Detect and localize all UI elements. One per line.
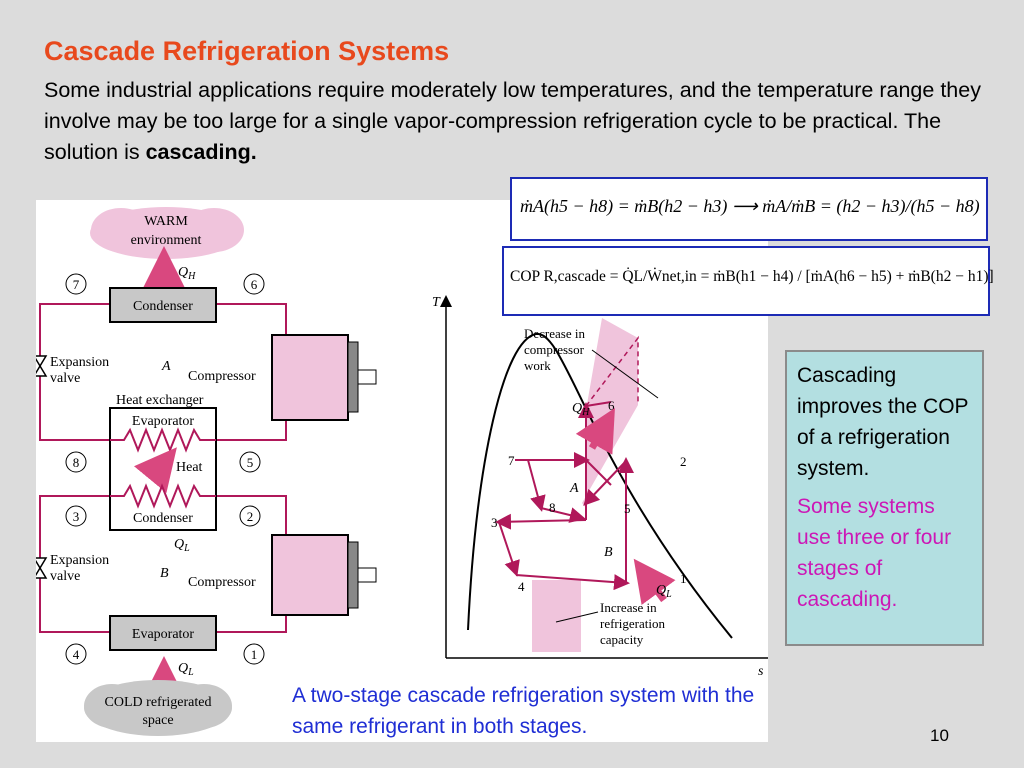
state-2-circle <box>239 505 261 527</box>
cycle-a-label: A <box>161 359 171 374</box>
ts-cycle-a-label: A <box>569 481 579 496</box>
pt-4: 4 <box>518 579 525 594</box>
decrease-pointer <box>591 349 659 399</box>
ql-mid-label: QL <box>174 537 190 554</box>
intro-text: Some industrial applications require mod… <box>44 78 981 164</box>
intro-bold: cascading. <box>145 140 257 164</box>
condenser-top-label: Condenser <box>133 299 193 314</box>
note-paragraph-1: Cascading improves the COP of a refriger… <box>797 364 969 480</box>
increase-label-1: Increase in <box>600 600 657 615</box>
state-4-circle <box>65 643 87 665</box>
state-2-label: 2 <box>247 509 254 524</box>
decrease-label-2: compressor <box>524 342 585 357</box>
page-number: 10 <box>930 726 949 745</box>
t-axis-label: T <box>432 295 441 310</box>
compressor-a-label: Compressor <box>188 369 256 384</box>
ql-bottom-label: QL <box>178 661 194 678</box>
pt-8: 8 <box>549 500 556 515</box>
slide-title: Cascade Refrigeration Systems <box>44 36 450 66</box>
figure-caption: A two-stage cascade refrigeration system… <box>292 684 755 738</box>
evaporator-bottom-label: Evaporator <box>132 627 195 642</box>
cold-label-1: COLD refrigerated <box>105 695 212 710</box>
s-axis-label: s <box>758 664 764 679</box>
note-box: Cascading improves the COP of a refriger… <box>785 350 984 646</box>
condenser-top-box <box>109 287 217 323</box>
heat-label: Heat <box>176 460 203 475</box>
pt-3: 3 <box>491 515 498 530</box>
equation-mass-balance-text: ṁA(h5 − h8) = ṁB(h2 − h3) ⟶ ṁA/ṁB = (h2 … <box>520 196 980 216</box>
pt-5: 5 <box>624 501 631 516</box>
state-5-label: 5 <box>247 455 254 470</box>
state-6-label: 6 <box>251 277 258 292</box>
note-paragraph-2: Some systems use three or four stages of… <box>797 495 952 611</box>
ts-qh-arrow-icon <box>575 407 615 455</box>
compressor-b-label: Compressor <box>188 575 256 590</box>
cloud-cold-icon <box>84 680 232 736</box>
expansion-valve-top-icon <box>36 355 48 377</box>
evaporator-bottom-box <box>109 615 217 651</box>
heat-exchanger-label: Heat exchanger <box>116 393 204 408</box>
heat-arrow-icon <box>133 447 177 493</box>
state-4-label: 4 <box>73 647 80 662</box>
ts-diagram: T s 1 2 3 4 5 6 7 8 Decrease in compress… <box>432 295 768 679</box>
increase-label-2: refrigeration <box>600 616 665 631</box>
ts-cycle-b-label: B <box>604 545 613 560</box>
warm-label-1: WARM <box>144 214 188 229</box>
warm-label-2: environment <box>131 233 202 248</box>
cycle-b-label: B <box>160 566 169 581</box>
expansion-valve-bottom-icon <box>36 557 48 579</box>
ts-ql-label: QL <box>656 583 672 600</box>
increase-label-3: capacity <box>600 632 644 647</box>
state-5-circle <box>239 451 261 473</box>
decrease-dashes <box>585 335 639 407</box>
pt-1: 1 <box>680 571 687 586</box>
state-1-circle <box>243 643 265 665</box>
cold-label-2: space <box>142 713 173 728</box>
equation-mass-balance: ṁA(h5 − h8) = ṁB(h2 − h3) ⟶ ṁA/ṁB = (h2 … <box>510 177 988 241</box>
state-8-circle <box>65 451 87 473</box>
qh-label: QH <box>178 265 196 282</box>
state-1-label: 1 <box>251 647 258 662</box>
state-3-label: 3 <box>73 509 80 524</box>
decrease-area <box>582 318 638 508</box>
hx-condenser-label: Condenser <box>133 511 193 526</box>
expansion-valve-bottom-label-1: Expansion <box>50 553 109 568</box>
cloud-warm-icon <box>90 207 244 259</box>
heat-coil-bottom-icon <box>110 483 216 509</box>
equation-cop-text: COP R,cascade = Q̇L/Ẇnet,in = ṁB(h1 − h4… <box>510 268 994 285</box>
equation-cop: COP R,cascade = Q̇L/Ẇnet,in = ṁB(h1 − h4… <box>502 246 994 316</box>
saturation-dome <box>467 332 733 639</box>
compressor-a-icon <box>271 334 377 421</box>
expansion-valve-bottom-label-2: valve <box>50 569 80 584</box>
cascade-schematic: WARM environment QH Condenser Expansion … <box>36 207 377 736</box>
intro-paragraph: Some industrial applications require mod… <box>44 75 984 168</box>
expansion-valve-top-label-1: Expansion <box>50 355 109 370</box>
pt-2: 2 <box>680 454 687 469</box>
increase-area <box>532 580 581 652</box>
hx-evaporator-label: Evaporator <box>132 414 195 429</box>
state-7-label: 7 <box>73 277 80 292</box>
heat-coil-top-icon <box>110 427 216 453</box>
state-3-circle <box>65 505 87 527</box>
pt-7: 7 <box>508 453 515 468</box>
decrease-label-3: work <box>524 358 551 373</box>
ts-ql-arrow-icon <box>633 558 676 605</box>
pt-6: 6 <box>608 398 615 413</box>
state-8-label: 8 <box>73 455 80 470</box>
state-7-circle <box>65 273 87 295</box>
expansion-valve-top-label-2: valve <box>50 371 80 386</box>
decrease-label-1: Decrease in <box>524 326 585 341</box>
compressor-b-icon <box>271 534 377 616</box>
increase-pointer <box>555 611 599 623</box>
state-6-circle <box>243 273 265 295</box>
